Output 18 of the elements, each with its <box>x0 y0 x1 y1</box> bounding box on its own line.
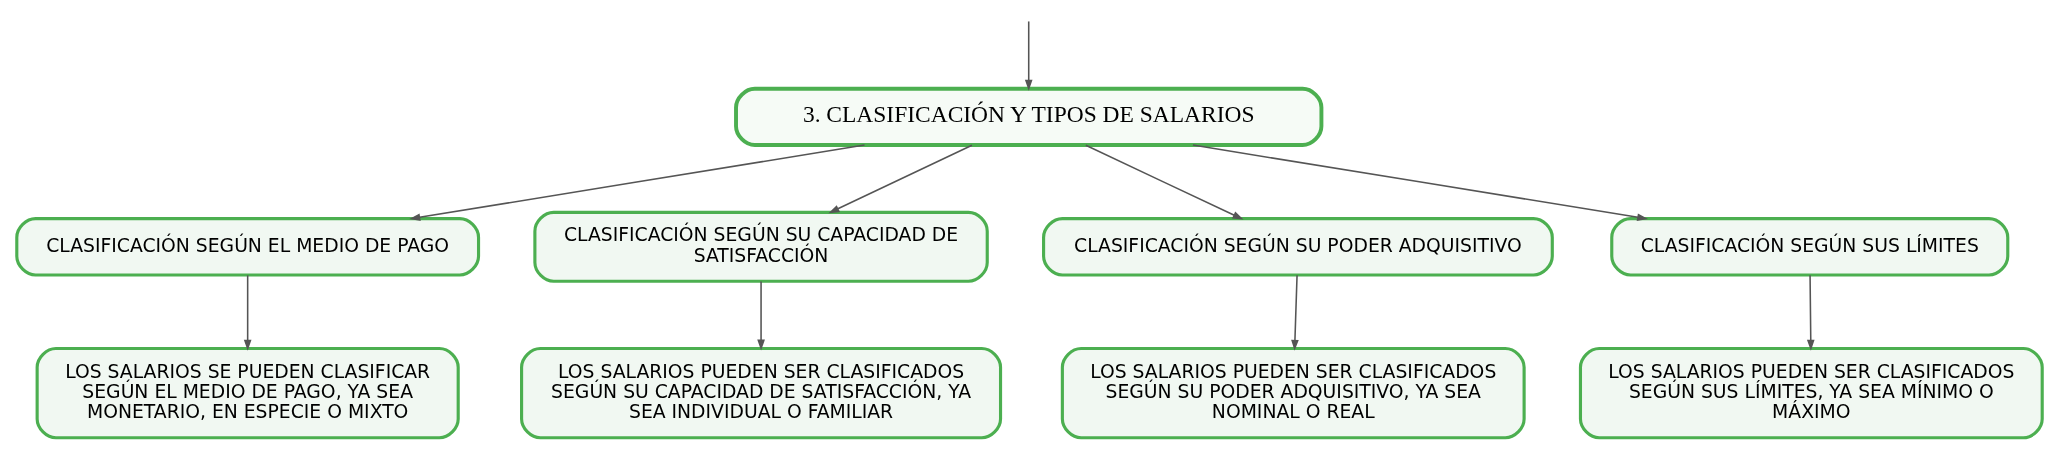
node-box: LOS SALARIOS PUEDEN SER CLASIFICADOS SEGÚN SU CAPACIDAD DE SATISFACCIÓN, YA SEA INDIVIDUAL O FAMILIAR <box>519 346 1002 440</box>
node-box: 3. CLASIFICACIÓN Y TIPOS DE SALARIOS <box>733 86 1323 147</box>
node-box: LOS SALARIOS PUEDEN SER CLASIFICADOS SEGÚN SUS LÍMITES, YA SEA MÍNIMO O MÁXIMO <box>1578 346 2044 440</box>
node-box: CLASIFICACIÓN SEGÚN SUS LÍMITES <box>1609 217 2009 277</box>
node-box: LOS SALARIOS SE PUEDEN CLASIFICAR SEGÚN EL MEDIO DE PAGO, YA SEA MONETARIO, EN ESPECIE O MIXTO <box>35 346 460 440</box>
arrow <box>408 144 865 221</box>
arrow <box>756 280 765 351</box>
node-box: LOS SALARIOS PUEDEN SER CLASIFICADOS SEGÚN SU PODER ADQUISITIVO, YA SEA NOMINAL O REAL <box>1060 346 1526 440</box>
node-box: CLASIFICACIÓN SEGÚN SU CAPACIDAD DE SATISFACCIÓN <box>532 210 989 283</box>
arrow <box>1806 274 1815 351</box>
node-box: CLASIFICACIÓN SEGÚN SU PODER ADQUISITIVO <box>1041 217 1554 277</box>
arrow <box>1084 144 1244 220</box>
arrow <box>1290 274 1299 351</box>
arrow <box>1024 20 1033 91</box>
arrow <box>243 274 251 351</box>
node-box: CLASIFICACIÓN SEGÚN EL MEDIO DE PAGO <box>14 217 480 277</box>
arrow <box>1191 144 1648 221</box>
arrow <box>827 144 973 214</box>
